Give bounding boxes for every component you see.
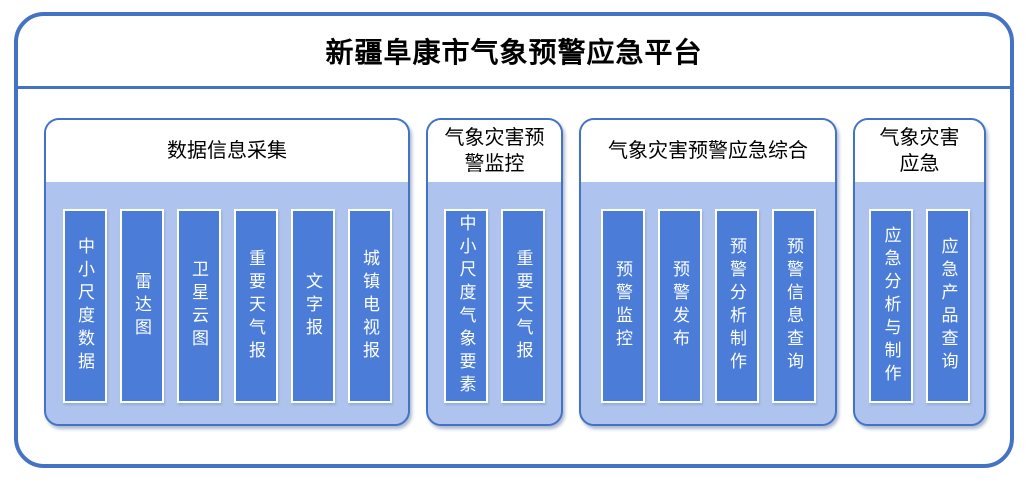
- module-item: 卫星云图: [176, 209, 221, 403]
- module-item: 城镇电视报: [347, 209, 392, 403]
- group-body: 中小尺度气象要素重要天气报: [428, 182, 561, 424]
- group-body: 预警监控预警发布预警分析制作预警信息查询: [581, 182, 835, 424]
- module-item: 预警监控: [600, 209, 645, 403]
- group-box-2: 气象灾害预警监控中小尺度气象要素重要天气报: [426, 118, 563, 426]
- module-item: 中小尺度气象要素: [444, 209, 488, 403]
- page-title: 新疆阜康市气象预警应急平台: [325, 37, 703, 68]
- group-header: 数据信息采集: [46, 120, 408, 182]
- module-item: 文字报: [290, 209, 335, 403]
- groups-row: 数据信息采集中小尺度数据雷达图卫星云图重要天气报文字报城镇电视报气象灾害预警监控…: [18, 89, 1010, 426]
- title-row: 新疆阜康市气象预警应急平台: [18, 16, 1010, 89]
- module-item: 雷达图: [119, 209, 164, 403]
- module-item: 中小尺度数据: [62, 209, 107, 403]
- group-header: 气象灾害预警应急综合: [581, 120, 835, 182]
- module-item: 预警信息查询: [771, 209, 816, 403]
- module-item: 重要天气报: [501, 209, 545, 403]
- module-item: 预警分析制作: [714, 209, 759, 403]
- module-item: 应急分析与制作: [869, 209, 913, 403]
- group-box-4: 气象灾害应急应急分析与制作应急产品查询: [853, 118, 986, 426]
- module-item: 重要天气报: [233, 209, 278, 403]
- group-body: 中小尺度数据雷达图卫星云图重要天气报文字报城镇电视报: [46, 182, 408, 424]
- group-box-1: 数据信息采集中小尺度数据雷达图卫星云图重要天气报文字报城镇电视报: [44, 118, 410, 426]
- group-header: 气象灾害预警监控: [428, 120, 561, 182]
- group-box-3: 气象灾害预警应急综合预警监控预警发布预警分析制作预警信息查询: [579, 118, 837, 426]
- module-item: 预警发布: [657, 209, 702, 403]
- module-item: 应急产品查询: [926, 209, 970, 403]
- group-header: 气象灾害应急: [855, 120, 984, 182]
- platform-frame: 新疆阜康市气象预警应急平台 数据信息采集中小尺度数据雷达图卫星云图重要天气报文字…: [14, 12, 1014, 468]
- group-body: 应急分析与制作应急产品查询: [855, 182, 984, 424]
